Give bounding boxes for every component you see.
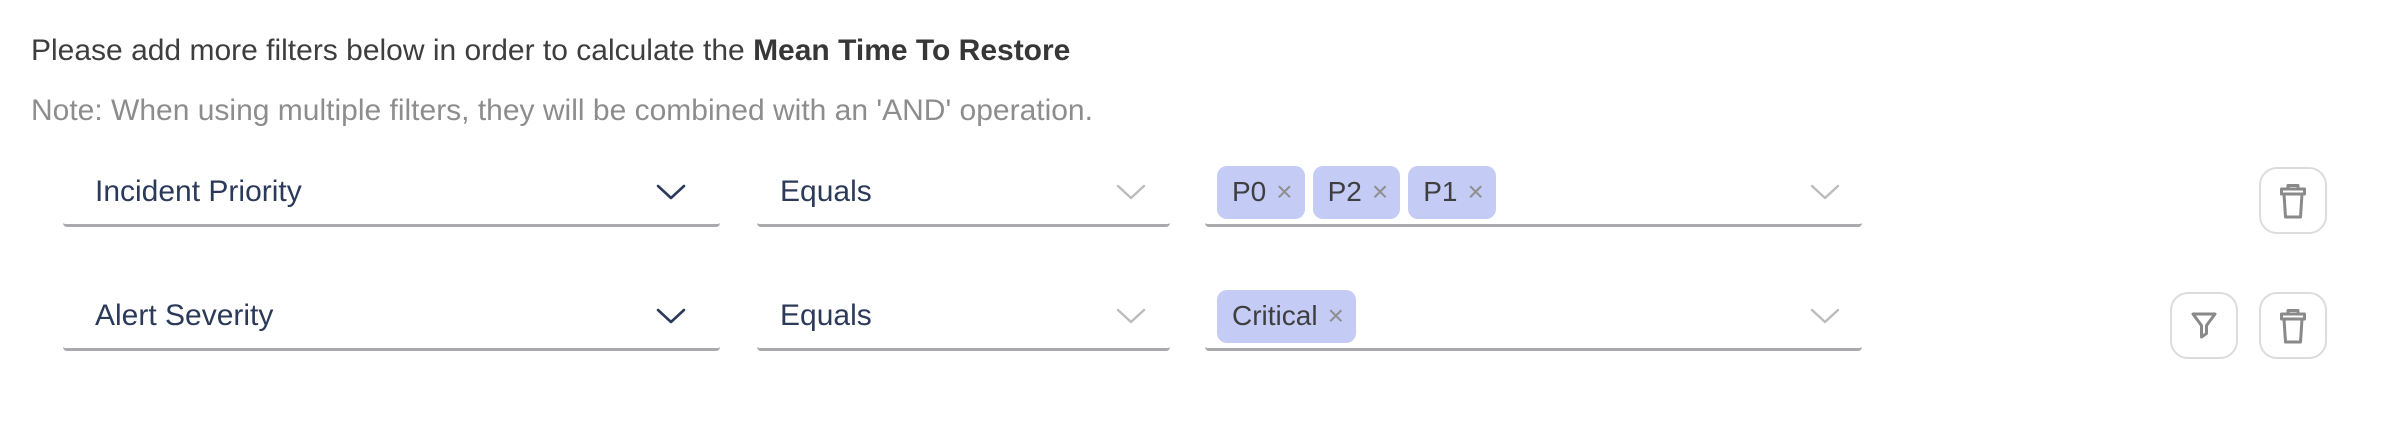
tag-label: P2: [1327, 176, 1362, 207]
tag: P1 ×: [1408, 165, 1496, 219]
chevron-down-icon: [1810, 308, 1840, 324]
page-title: Please add more filters below in order t…: [31, 34, 1070, 68]
page-title-metric: Mean Time To Restore: [753, 34, 1071, 67]
tag: Critical ×: [1217, 289, 1356, 343]
filter1-selected-tags: P0 × P2 × P1 ×: [1217, 165, 1496, 219]
filter2-operator-select[interactable]: Equals: [757, 284, 1170, 351]
chevron-down-icon: [656, 308, 686, 324]
filter2-selected-tags: Critical ×: [1217, 289, 1356, 343]
filter1-operator-select[interactable]: Equals: [757, 160, 1170, 227]
tag-label: Critical: [1232, 300, 1318, 331]
tag-remove-icon[interactable]: ×: [1276, 176, 1293, 207]
trash-icon: [2280, 183, 2306, 218]
trash-icon: [2280, 308, 2306, 343]
tag-remove-icon[interactable]: ×: [1371, 176, 1389, 207]
chevron-down-icon: [1116, 184, 1146, 200]
funnel-icon: [2191, 312, 2217, 338]
filter1-operator-label: Equals: [780, 175, 872, 208]
filter2-delete-button[interactable]: [2259, 292, 2327, 359]
tag-remove-icon[interactable]: ×: [1467, 176, 1484, 207]
chevron-down-icon: [1116, 308, 1146, 324]
filter2-field-select[interactable]: Alert Severity: [63, 284, 720, 351]
filter2-field-label: Alert Severity: [95, 299, 274, 332]
tag-label: P1: [1423, 176, 1458, 207]
tag-remove-icon[interactable]: ×: [1327, 300, 1344, 331]
filter1-values-multiselect[interactable]: P0 × P2 × P1 ×: [1205, 160, 1862, 227]
chevron-down-icon: [1810, 184, 1840, 200]
tag-label: P0: [1232, 176, 1267, 207]
chevron-down-icon: [656, 184, 686, 200]
filter2-values-multiselect[interactable]: Critical ×: [1205, 284, 1862, 351]
filter1-delete-button[interactable]: [2259, 167, 2327, 234]
tag: P0 ×: [1217, 165, 1305, 219]
tag: P2 ×: [1312, 165, 1401, 219]
filters-note: Note: When using multiple filters, they …: [31, 94, 1093, 127]
filter2-apply-filter-button[interactable]: [2170, 292, 2238, 359]
filter2-operator-label: Equals: [780, 299, 872, 332]
filter1-field-select[interactable]: Incident Priority: [63, 160, 720, 227]
page-title-text: Please add more filters below in order t…: [31, 34, 754, 67]
filter1-field-label: Incident Priority: [95, 175, 302, 208]
